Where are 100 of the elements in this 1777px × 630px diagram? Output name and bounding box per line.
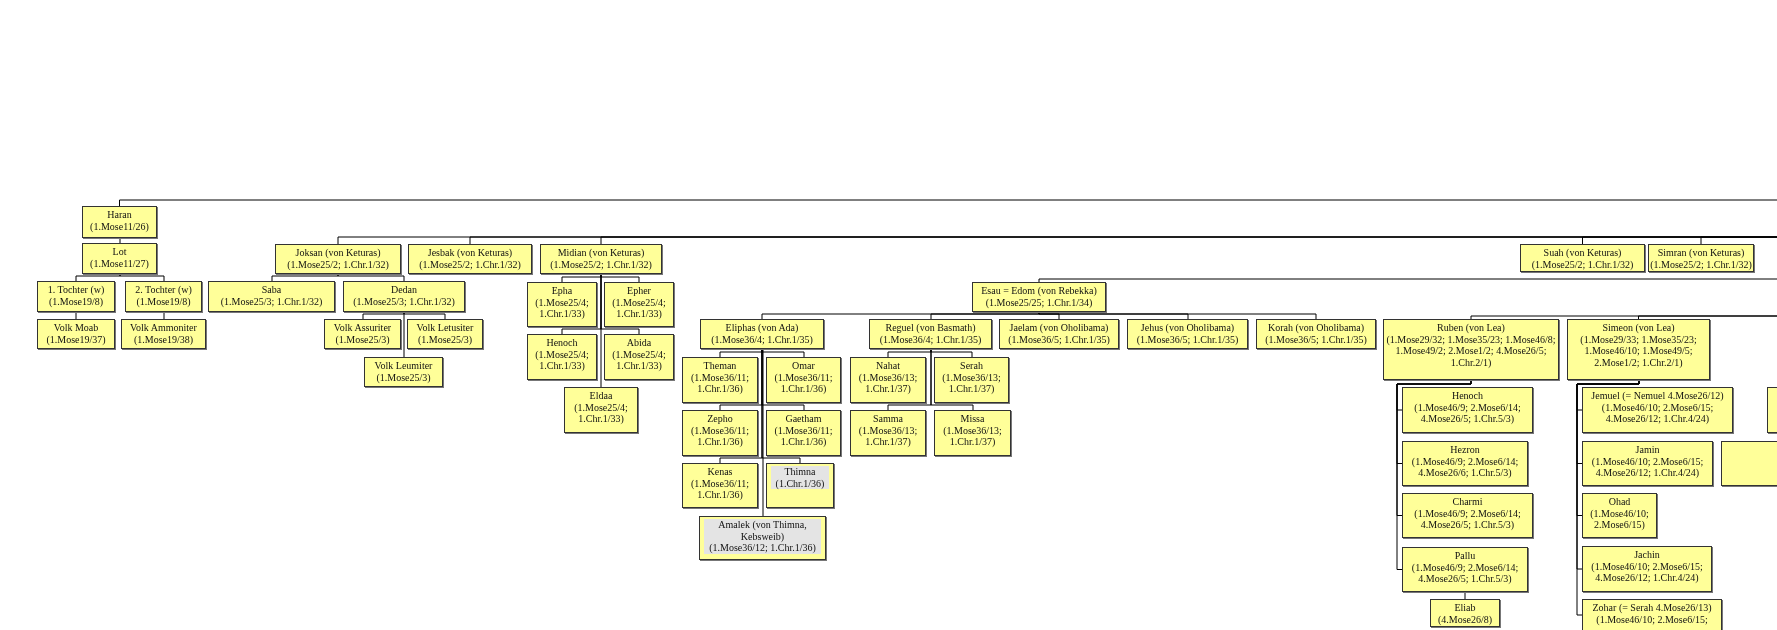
person-name: Hezron xyxy=(1449,444,1481,456)
person-name: Missa xyxy=(959,413,986,425)
connector-line xyxy=(1464,591,1466,600)
person-box xyxy=(324,319,401,349)
connector-line xyxy=(561,273,602,283)
person-name: 2. Tochter (w) xyxy=(134,284,193,296)
bible-reference: (1.Mose25/2; 1.Chr.1/32) xyxy=(286,258,390,271)
person-box xyxy=(1383,319,1559,380)
person-box xyxy=(37,319,115,349)
person-box xyxy=(682,463,758,508)
person-box xyxy=(1402,387,1533,433)
person-box xyxy=(869,319,992,349)
person-box xyxy=(682,410,758,456)
person-name: Kenas xyxy=(706,466,734,478)
bible-reference: (1.Mose46/9; 2.Mose6/14; 4.Mose26/5; 1.Chr.5/3) xyxy=(1413,401,1522,425)
bible-reference: (1.Mose19/38) xyxy=(132,333,195,346)
person-name: Theman xyxy=(702,360,738,372)
bible-reference: (1.Mose46/10; 2.Mose6/15; xyxy=(1595,613,1709,626)
bible-reference: (1.Mose46/10; 2.Mose6/15; 4.Mose26/12; 1.Chr.4/24) xyxy=(1590,560,1704,584)
person-name: Suah (von Keturas) xyxy=(1542,247,1623,259)
connector-line xyxy=(600,273,602,388)
bible-reference: (1.Mose36/11; 1.Chr.1/36) xyxy=(689,424,751,448)
bible-reference: (1.Mose36/11; 1.Chr.1/36) xyxy=(773,371,834,395)
person-box xyxy=(1582,387,1733,433)
connector-line xyxy=(930,348,973,358)
connector-line xyxy=(930,348,974,411)
person-name: Zohar (= Serah 4.Mose26/13) xyxy=(1591,602,1713,614)
person-box xyxy=(604,334,674,380)
person-box xyxy=(125,281,202,312)
person-name: Henoch xyxy=(545,337,579,349)
bible-reference: (1.Mose25/4; 1.Chr.1/33) xyxy=(573,401,629,425)
bible-reference: (1.Mose29/33; 1.Mose35/23; 1.Mose46/10; 1.Mose49/5; 2.Mose1/2; 1.Chr.2/1) xyxy=(1579,333,1698,369)
person-box xyxy=(364,357,443,387)
person-box xyxy=(82,206,157,238)
bible-reference: (1.Mose29/32; 1.Mose35/23; 1.Mose46/8; 1.Mose49/2; 2.Mose1/2; 4.Mose26/5; 1.Chr.2/1) xyxy=(1385,333,1557,369)
person-name: Esau = Edom (von Rebekka) xyxy=(980,285,1098,297)
person-name: Eldaa xyxy=(588,390,614,402)
connector-line xyxy=(1038,311,1317,320)
person-name: Volk Leumiter xyxy=(373,360,434,372)
person-box xyxy=(527,334,597,380)
bible-reference: (1.Mose36/11; 1.Chr.1/36) xyxy=(773,424,834,448)
person-name: Abida xyxy=(625,337,653,349)
bible-reference: (1.Mose25/2; 1.Chr.1/32) xyxy=(549,258,653,271)
person-name: Jachin xyxy=(1633,549,1661,561)
person-name: Lot xyxy=(111,246,128,258)
person-name: Samma xyxy=(872,413,904,425)
person-box xyxy=(527,282,597,327)
person-name: Simran (von Keturas) xyxy=(1656,247,1746,259)
person-name: Jesbak (von Keturas) xyxy=(426,247,514,259)
person-name: Pallu xyxy=(1453,550,1477,562)
connector-line xyxy=(761,348,805,358)
connector-line xyxy=(119,237,121,244)
bible-reference: (1.Mose25/25; 1.Chr.1/34) xyxy=(984,296,1094,309)
connector-line xyxy=(75,311,77,320)
person-box xyxy=(1648,244,1754,272)
person-box xyxy=(699,516,826,560)
person-name: Haran xyxy=(106,209,133,221)
person-name: Eliab xyxy=(1453,602,1477,614)
person-name: Charmi xyxy=(1451,496,1484,508)
person-box xyxy=(1520,244,1645,272)
bible-reference: (1.Mose36/13; 1.Chr.1/37) xyxy=(941,371,1002,395)
connector-line xyxy=(119,273,165,282)
bible-reference: (1.Mose36/13; 1.Chr.1/37) xyxy=(942,424,1003,448)
bible-reference: (1.Mose36/11; 1.Chr.1/36) xyxy=(689,371,751,395)
person-box xyxy=(1567,319,1710,380)
person-name: Reguel (von Basmath) xyxy=(884,322,977,334)
person-box xyxy=(121,319,206,349)
person-name: Eliphas (von Ada) xyxy=(724,322,800,334)
person-name: Epher xyxy=(626,285,652,297)
person-box xyxy=(1402,547,1528,592)
person-name: Ohad xyxy=(1607,496,1632,508)
person-box xyxy=(766,463,834,508)
person-name: Zepho xyxy=(706,413,734,425)
person-box xyxy=(37,281,115,312)
person-name: Midian (von Keturas) xyxy=(556,247,646,259)
bible-reference: (1.Mose36/11; 1.Chr.1/36) xyxy=(689,477,751,501)
connector-line xyxy=(719,348,763,358)
person-box xyxy=(850,410,926,456)
bible-reference: (1.Mose25/4; 1.Chr.1/33) xyxy=(534,296,590,320)
connector-line xyxy=(1638,315,1777,320)
bible-reference: (1.Mose25/4; 1.Chr.1/33) xyxy=(611,296,667,320)
person-box xyxy=(934,410,1011,456)
person-box xyxy=(1582,599,1722,630)
person-box xyxy=(564,387,638,433)
person-box xyxy=(1582,546,1712,592)
cut-off-box xyxy=(1721,441,1777,486)
bible-reference: (1.Mose25/2; 1.Chr.1/32) xyxy=(1650,258,1752,271)
connector-line xyxy=(75,273,121,282)
bible-reference: (1.Mose46/9; 2.Mose6/14; 4.Mose26/5; 1.Chr.5/3) xyxy=(1413,507,1522,531)
person-box xyxy=(208,281,335,312)
person-box xyxy=(1256,319,1376,349)
bible-reference: (1.Mose25/2; 1.Chr.1/32) xyxy=(1530,258,1635,271)
person-name: Nahat xyxy=(875,360,901,372)
person-name: Joksan (von Keturas) xyxy=(294,247,382,259)
bible-reference: (1.Mose36/5; 1.Chr.1/35) xyxy=(1264,333,1368,346)
bible-reference: (1.Mose36/4; 1.Chr.1/35) xyxy=(878,333,983,346)
person-name: Thimna xyxy=(771,466,829,478)
bible-reference: (1.Mose25/3) xyxy=(375,371,432,384)
person-name: Simeon (von Lea) xyxy=(1601,322,1676,334)
connector-line xyxy=(403,311,405,358)
